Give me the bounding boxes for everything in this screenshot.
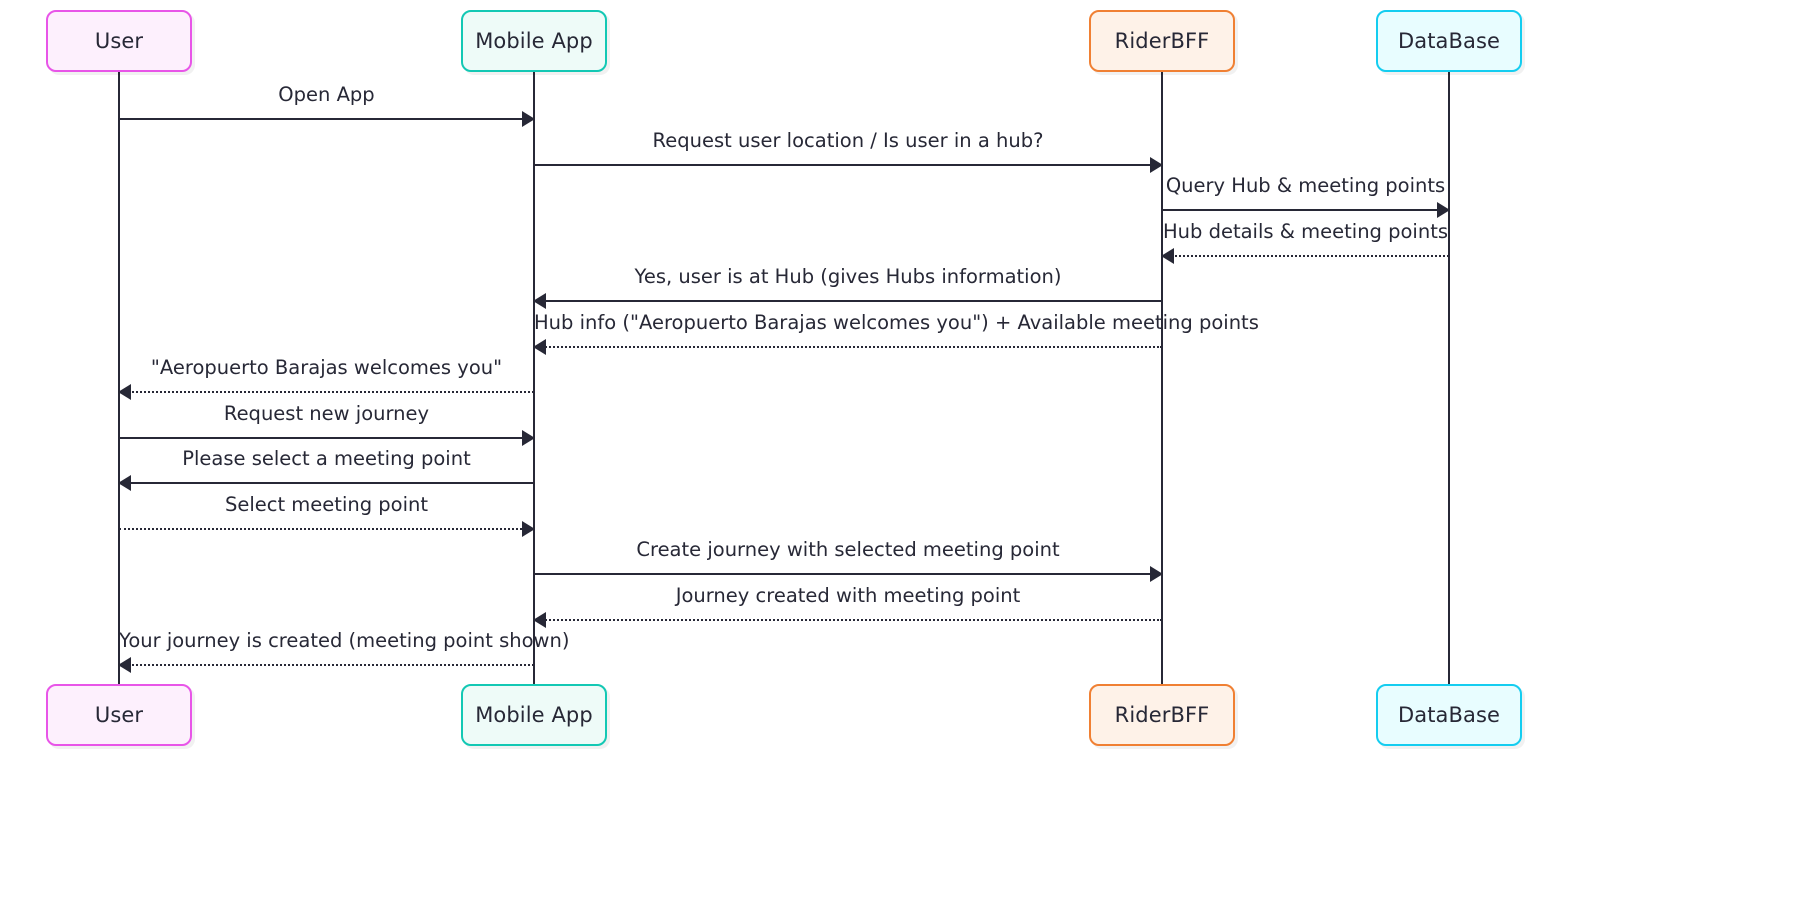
participant-label-user: User	[94, 29, 144, 53]
arrowhead-left-icon	[118, 474, 131, 491]
message-line-3	[1162, 209, 1449, 211]
participant-box-user-top[interactable]: User	[46, 10, 192, 72]
message-label-1: Open App	[278, 83, 375, 106]
message-line-12	[534, 619, 1162, 621]
message-line-1	[119, 118, 534, 120]
message-label-9: Please select a meeting point	[182, 447, 471, 470]
arrowhead-left-icon	[118, 383, 131, 400]
arrowhead-right-icon	[522, 520, 535, 537]
message-line-9	[119, 482, 534, 484]
lifeline-database	[1447, 72, 1451, 684]
arrowhead-left-icon	[533, 338, 546, 355]
message-label-13: Your journey is created (meeting point s…	[119, 629, 570, 652]
arrowhead-right-icon	[1437, 201, 1450, 218]
participant-box-mobile-top[interactable]: Mobile App	[461, 10, 607, 72]
message-line-13	[119, 664, 534, 666]
participant-label-database: DataBase	[1397, 703, 1501, 727]
message-line-2	[534, 164, 1162, 166]
message-line-7	[119, 391, 534, 393]
message-line-8	[119, 437, 534, 439]
participant-box-mobile-bottom[interactable]: Mobile App	[461, 684, 607, 746]
arrowhead-left-icon	[1161, 247, 1174, 264]
message-line-5	[534, 300, 1162, 302]
participant-box-riderbff-top[interactable]: RiderBFF	[1089, 10, 1235, 72]
participant-label-riderbff: RiderBFF	[1114, 703, 1210, 727]
participant-label-riderbff: RiderBFF	[1114, 29, 1210, 53]
lifeline-mobile	[532, 72, 536, 684]
message-label-12: Journey created with meeting point	[675, 584, 1021, 607]
message-label-10: Select meeting point	[224, 493, 429, 516]
message-line-6	[534, 346, 1162, 348]
participant-box-riderbff-bottom[interactable]: RiderBFF	[1089, 684, 1235, 746]
participant-box-user-bottom[interactable]: User	[46, 684, 192, 746]
arrowhead-right-icon	[1150, 565, 1163, 582]
participant-box-database-bottom[interactable]: DataBase	[1376, 684, 1522, 746]
message-label-7: "Aeropuerto Barajas welcomes you"	[150, 356, 503, 379]
arrowhead-left-icon	[533, 611, 546, 628]
participant-label-database: DataBase	[1397, 29, 1501, 53]
message-label-4: Hub details & meeting points	[1162, 220, 1449, 243]
participant-box-database-top[interactable]: DataBase	[1376, 10, 1522, 72]
arrowhead-right-icon	[522, 429, 535, 446]
lifeline-riderbff	[1160, 72, 1164, 684]
lifeline-user	[117, 72, 121, 684]
message-label-8: Request new journey	[223, 402, 430, 425]
message-line-10	[119, 528, 534, 530]
message-label-6: Hub info ("Aeropuerto Barajas welcomes y…	[534, 311, 1259, 334]
participant-label-mobile: Mobile App	[475, 29, 593, 53]
arrowhead-left-icon	[533, 292, 546, 309]
arrowhead-right-icon	[1150, 156, 1163, 173]
participant-label-user: User	[94, 703, 144, 727]
message-label-3: Query Hub & meeting points	[1165, 174, 1446, 197]
message-label-11: Create journey with selected meeting poi…	[636, 538, 1060, 561]
arrowhead-left-icon	[118, 656, 131, 673]
message-label-5: Yes, user is at Hub (gives Hubs informat…	[634, 265, 1062, 288]
participant-label-mobile: Mobile App	[475, 703, 593, 727]
arrowhead-right-icon	[522, 110, 535, 127]
message-line-11	[534, 573, 1162, 575]
message-line-4	[1162, 255, 1449, 257]
message-label-2: Request user location / Is user in a hub…	[652, 129, 1044, 152]
